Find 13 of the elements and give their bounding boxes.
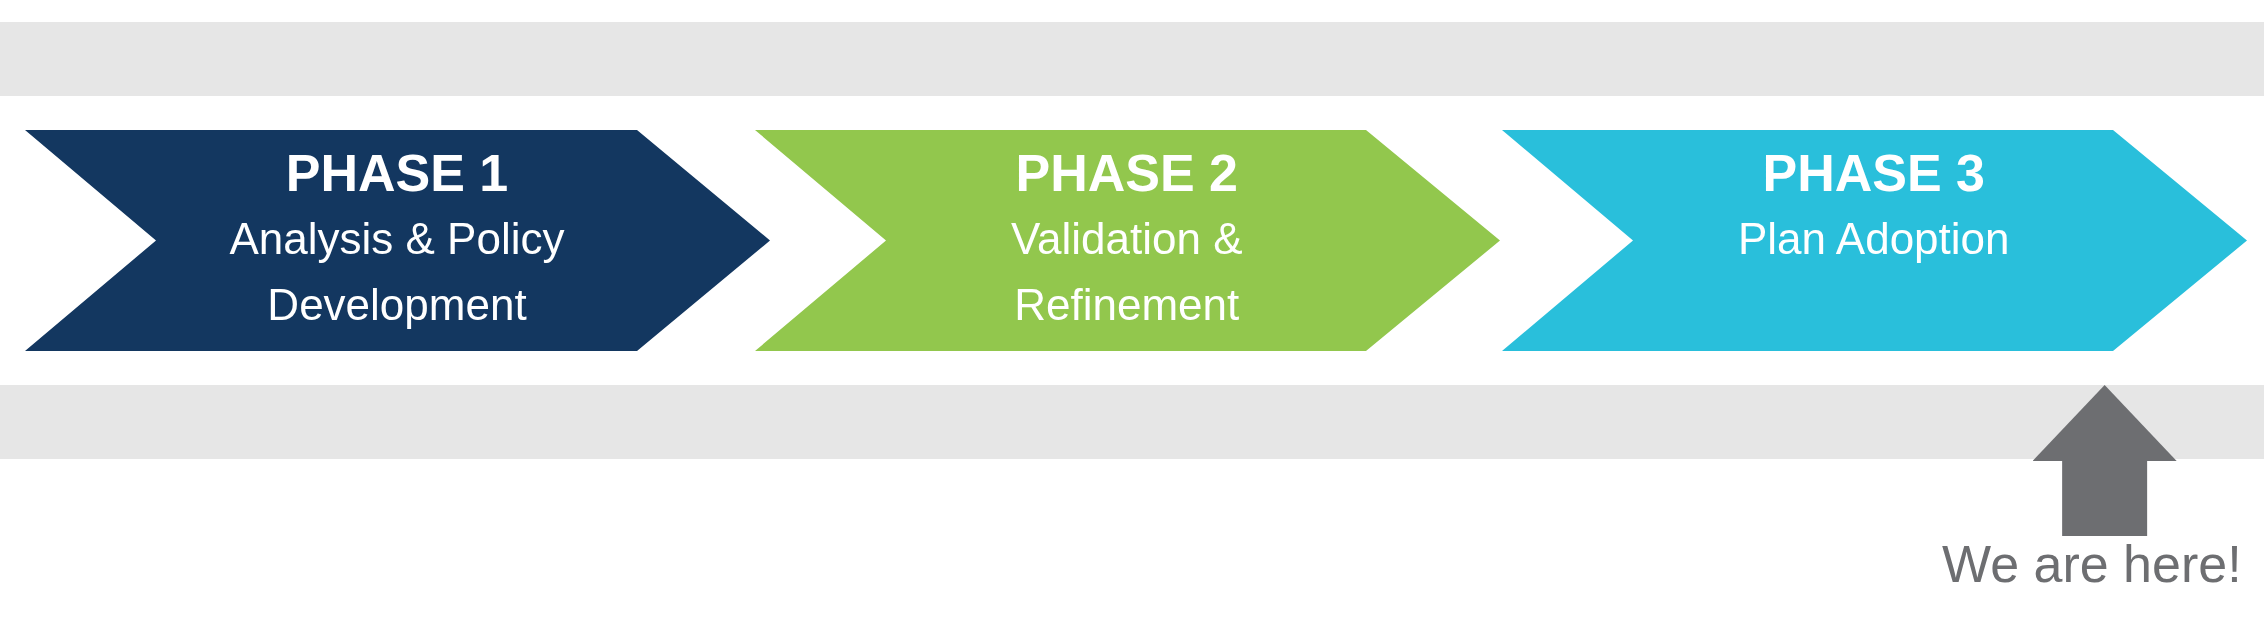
- phase-banner: [755, 130, 1500, 351]
- band: [0, 22, 2264, 96]
- phase-description: Validation & Refinement: [1009, 213, 1244, 331]
- phase-heading: PHASE 2: [1015, 143, 1238, 204]
- phase-heading: PHASE 1: [285, 143, 509, 204]
- up-arrow: [2032, 385, 2177, 536]
- location-note: We are here!: [1942, 536, 2242, 592]
- phase-description: Analysis & Policy Development: [228, 213, 566, 331]
- band: [0, 385, 2264, 459]
- phase-banner: [25, 130, 770, 351]
- phase-heading: PHASE 3: [1762, 143, 1985, 204]
- phase-description: Plan Adoption: [1737, 213, 2010, 265]
- phase-banner: [1502, 130, 2247, 351]
